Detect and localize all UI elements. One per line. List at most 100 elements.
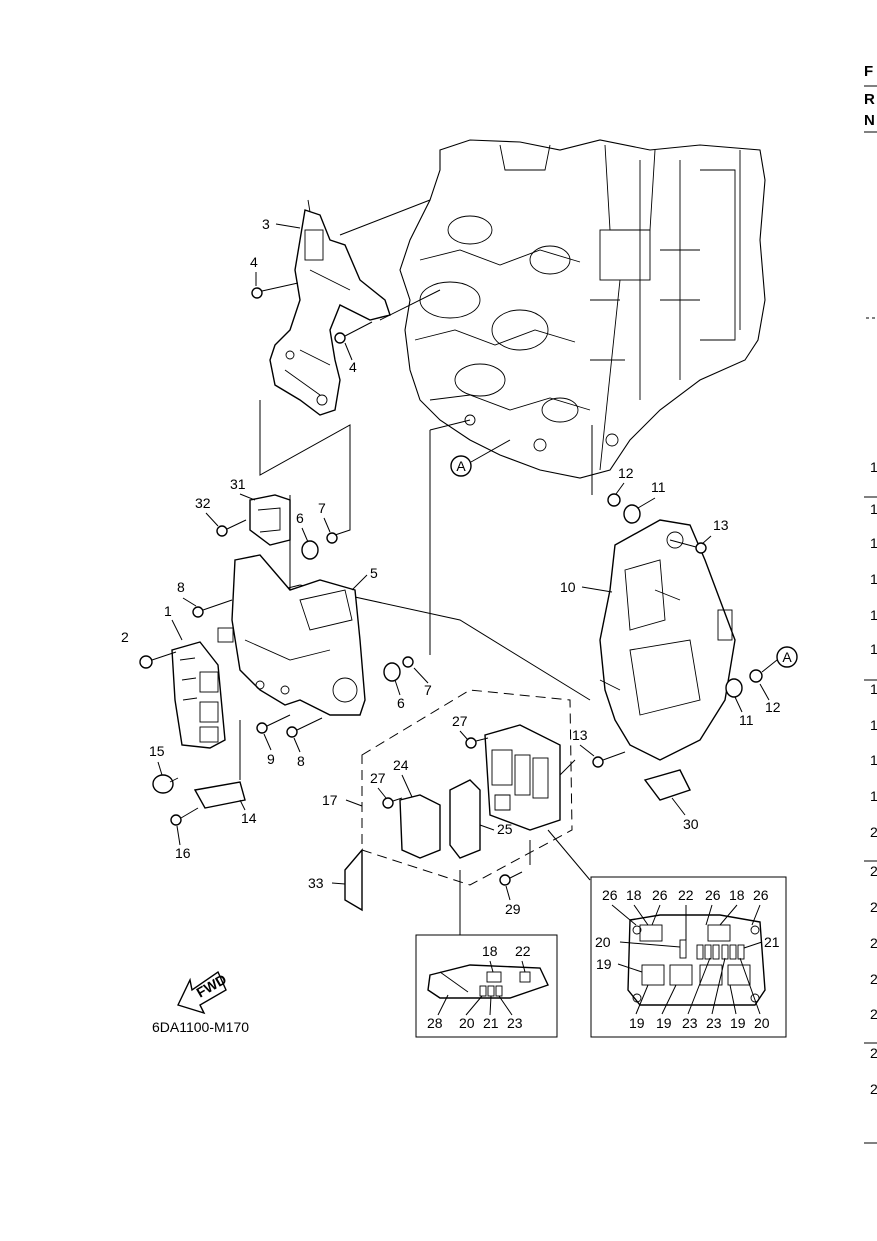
callout: 4 bbox=[349, 359, 357, 375]
callout: 14 bbox=[241, 810, 257, 826]
callout: 2 bbox=[121, 629, 129, 645]
svg-text:2: 2 bbox=[870, 1045, 877, 1061]
callout: 16 bbox=[175, 845, 191, 861]
svg-text:R: R bbox=[864, 91, 875, 108]
diagram-code: 6DA1100-M170 bbox=[152, 1019, 249, 1035]
callout: 22 bbox=[678, 887, 694, 903]
svg-text:1: 1 bbox=[870, 607, 877, 623]
callout: 10 bbox=[560, 579, 576, 595]
detail-small-labels: 18 22 28 20 21 23 bbox=[427, 943, 531, 1031]
svg-text:1: 1 bbox=[870, 788, 877, 804]
callout: 11 bbox=[739, 712, 754, 728]
callout: 4 bbox=[250, 254, 258, 270]
detail-box-large bbox=[590, 876, 787, 1038]
svg-text:2: 2 bbox=[870, 899, 877, 915]
bracket-3 bbox=[269, 199, 391, 416]
callout: 20 bbox=[595, 934, 611, 950]
callout: 21 bbox=[764, 934, 780, 950]
callout: 19 bbox=[596, 956, 612, 972]
detail-large-labels: 26 18 26 22 26 18 26 20 21 19 19 19 23 2… bbox=[595, 887, 780, 1031]
cover-10 bbox=[599, 519, 736, 761]
svg-text:1: 1 bbox=[870, 681, 877, 697]
svg-text:2: 2 bbox=[870, 971, 877, 987]
fasteners bbox=[139, 282, 763, 886]
callout: 31 bbox=[230, 476, 246, 492]
svg-text:F: F bbox=[864, 63, 873, 80]
callout: 30 bbox=[683, 816, 699, 832]
callout: 7 bbox=[424, 682, 432, 698]
group-17 bbox=[361, 689, 573, 886]
callout: 33 bbox=[308, 875, 324, 891]
callout: 9 bbox=[267, 751, 275, 767]
callout: 13 bbox=[713, 517, 729, 533]
callout: 23 bbox=[682, 1015, 698, 1031]
callout: 23 bbox=[706, 1015, 722, 1031]
callout: 6 bbox=[397, 695, 405, 711]
callout: 19 bbox=[730, 1015, 746, 1031]
callout: 3 bbox=[262, 216, 270, 232]
callout: 27 bbox=[452, 713, 468, 729]
ecu-1 bbox=[171, 641, 226, 749]
callout: 18 bbox=[482, 943, 498, 959]
callout: 19 bbox=[629, 1015, 645, 1031]
detail-box-small bbox=[415, 934, 558, 1038]
right-edge-column: F R N 1 1 1 1 1 1 1 1 1 1 2 2 2 2 2 2 2 … bbox=[864, 63, 877, 1144]
callout: 32 bbox=[195, 495, 211, 511]
svg-text:N: N bbox=[864, 112, 875, 129]
callout: 19 bbox=[656, 1015, 672, 1031]
callout: 20 bbox=[754, 1015, 770, 1031]
callout-leaders bbox=[157, 223, 770, 901]
svg-text:1: 1 bbox=[870, 641, 877, 657]
svg-text:2: 2 bbox=[870, 824, 877, 840]
svg-text:2: 2 bbox=[870, 1006, 877, 1022]
callout-labels: 1 2 3 4 4 5 6 6 7 7 8 8 9 10 11 11 12 12… bbox=[121, 216, 781, 917]
callout: 22 bbox=[515, 943, 531, 959]
callout: 25 bbox=[497, 821, 513, 837]
grommet-15 bbox=[152, 774, 179, 794]
callout: 7 bbox=[318, 500, 326, 516]
svg-text:1: 1 bbox=[870, 717, 877, 733]
svg-text:1: 1 bbox=[870, 535, 877, 551]
callout: 13 bbox=[572, 727, 588, 743]
callout: 17 bbox=[322, 792, 338, 808]
ref-marker-a: A A bbox=[450, 439, 798, 673]
svg-text:1: 1 bbox=[870, 752, 877, 768]
callout: 27 bbox=[370, 770, 386, 786]
label-33 bbox=[344, 848, 363, 912]
plate-14 bbox=[193, 781, 246, 809]
svg-text:2: 2 bbox=[870, 863, 877, 879]
callout: 26 bbox=[753, 887, 769, 903]
callout: 6 bbox=[296, 510, 304, 526]
svg-text:2: 2 bbox=[870, 1081, 877, 1097]
svg-text:A: A bbox=[782, 649, 792, 665]
callout: 5 bbox=[370, 565, 378, 581]
callout: 24 bbox=[393, 757, 409, 773]
callout: 12 bbox=[618, 465, 634, 481]
callout: 29 bbox=[505, 901, 521, 917]
bracket-5 bbox=[217, 554, 366, 716]
assembly-lines bbox=[239, 199, 593, 935]
svg-text:A: A bbox=[456, 458, 466, 474]
callout: 18 bbox=[729, 887, 745, 903]
callout: 15 bbox=[149, 743, 165, 759]
callout: 18 bbox=[626, 887, 642, 903]
engine-block bbox=[399, 139, 766, 479]
callout: 1 bbox=[164, 603, 172, 619]
callout: 28 bbox=[427, 1015, 443, 1031]
callout: 12 bbox=[765, 699, 781, 715]
callout: 11 bbox=[651, 479, 666, 495]
callout: 21 bbox=[483, 1015, 499, 1031]
callout: 20 bbox=[459, 1015, 475, 1031]
svg-text:1: 1 bbox=[870, 571, 877, 587]
bracket-31 bbox=[249, 494, 291, 546]
callout: 8 bbox=[297, 753, 305, 769]
callout: 23 bbox=[507, 1015, 523, 1031]
svg-text:2: 2 bbox=[870, 935, 877, 951]
fwd-arrow-icon: FWD bbox=[177, 971, 229, 1015]
svg-text:1: 1 bbox=[870, 459, 877, 475]
callout: 8 bbox=[177, 579, 185, 595]
svg-text:1: 1 bbox=[870, 501, 877, 517]
callout: 26 bbox=[705, 887, 721, 903]
callout: 26 bbox=[652, 887, 668, 903]
